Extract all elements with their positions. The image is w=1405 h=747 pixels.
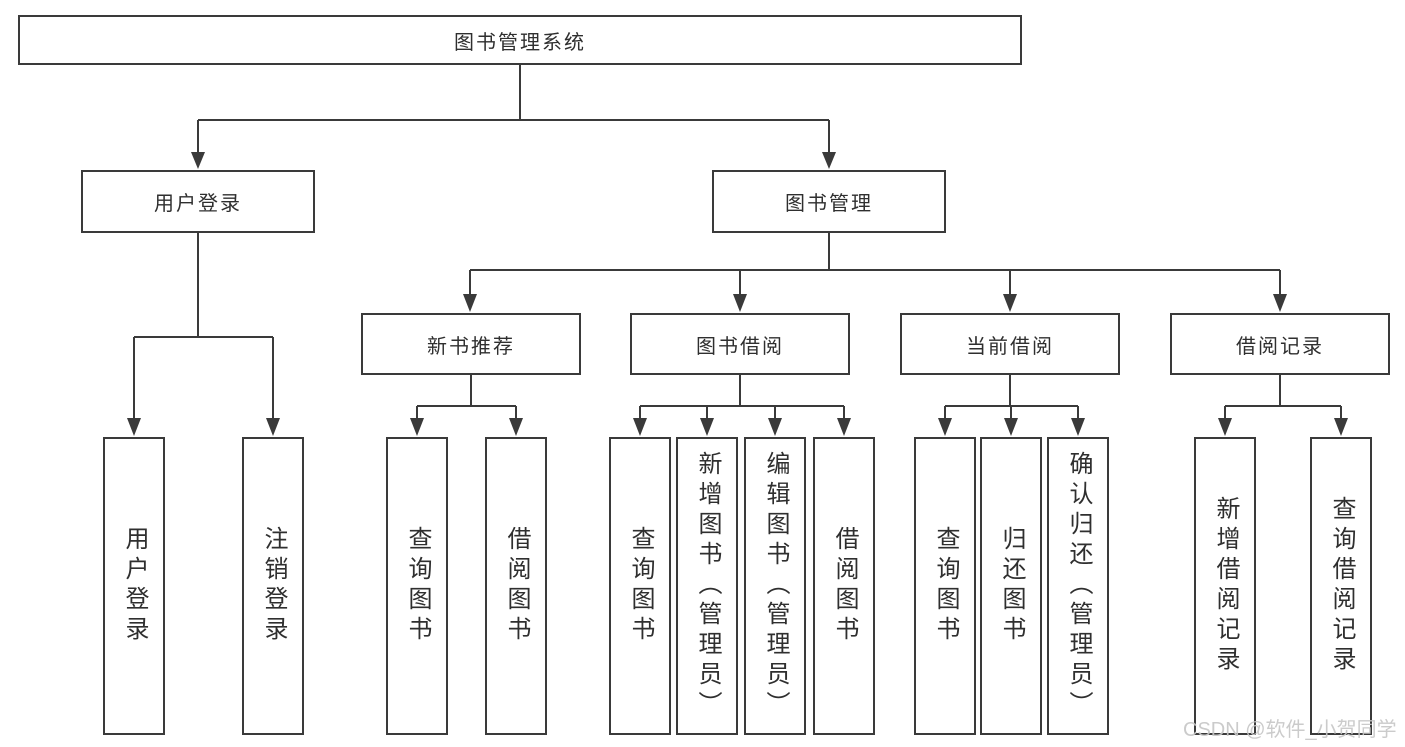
- leaf-logout: 注销登录: [242, 437, 304, 735]
- node-label: 图书管理: [785, 193, 873, 215]
- leaf-borrow-books-recommend: 借阅图书: [485, 437, 547, 735]
- leaf-label: 新增借阅记录: [1212, 496, 1239, 676]
- node-book-borrowing: 图书借阅: [630, 313, 850, 375]
- leaf-label: 新增图书（管理员）: [694, 451, 721, 721]
- leaf-label: 借阅图书: [503, 526, 530, 646]
- leaf-user-login: 用户登录: [103, 437, 165, 735]
- node-book-management: 图书管理: [712, 170, 946, 233]
- node-label: 图书借阅: [696, 335, 784, 358]
- node-label: 当前借阅: [966, 335, 1054, 358]
- leaf-label: 查询图书: [627, 526, 654, 646]
- node-label: 新书推荐: [427, 335, 515, 358]
- leaf-borrow-books: 借阅图书: [813, 437, 875, 735]
- leaf-label: 查询图书: [932, 526, 959, 646]
- node-library-system: 图书管理系统: [18, 15, 1022, 65]
- leaf-label: 注销登录: [260, 526, 287, 646]
- node-label: 图书管理系统: [454, 31, 586, 54]
- node-new-book-recommend: 新书推荐: [361, 313, 581, 375]
- leaf-add-borrow-record: 新增借阅记录: [1194, 437, 1256, 735]
- node-borrowing-records: 借阅记录: [1170, 313, 1390, 375]
- leaf-label: 确认归还（管理员）: [1065, 451, 1092, 721]
- leaf-add-book-admin: 新增图书（管理员）: [676, 437, 738, 735]
- leaf-return-book: 归还图书: [980, 437, 1042, 735]
- node-current-borrowing: 当前借阅: [900, 313, 1120, 375]
- leaf-query-borrow-record: 查询借阅记录: [1310, 437, 1372, 735]
- leaf-label: 查询图书: [404, 526, 431, 646]
- leaf-label: 查询借阅记录: [1328, 496, 1355, 676]
- leaf-label: 归还图书: [998, 526, 1025, 646]
- csdn-watermark: CSDN @软件_小贺同学: [1183, 719, 1397, 741]
- leaf-label: 用户登录: [121, 526, 148, 646]
- node-label: 借阅记录: [1236, 335, 1324, 358]
- leaf-label: 借阅图书: [831, 526, 858, 646]
- leaf-query-books-recommend: 查询图书: [386, 437, 448, 735]
- leaf-confirm-return-admin: 确认归还（管理员）: [1047, 437, 1109, 735]
- leaf-label: 编辑图书（管理员）: [762, 451, 789, 721]
- leaf-edit-book-admin: 编辑图书（管理员）: [744, 437, 806, 735]
- leaf-query-books-borrow: 查询图书: [609, 437, 671, 735]
- node-user-login: 用户登录: [81, 170, 315, 233]
- node-label: 用户登录: [154, 193, 242, 215]
- leaf-query-books-current: 查询图书: [914, 437, 976, 735]
